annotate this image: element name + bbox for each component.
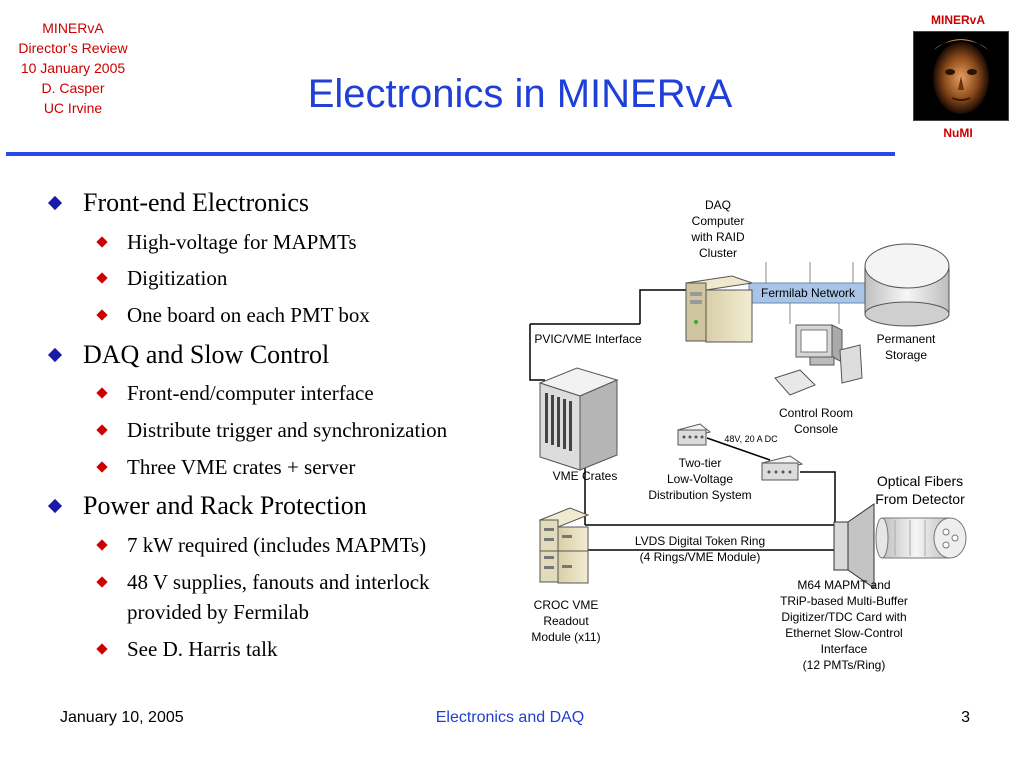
network-label: Fermilab Network (760, 286, 856, 300)
minerva-logo-image (913, 31, 1009, 121)
vme-crate-icon (538, 367, 619, 471)
control-console-icon (774, 324, 863, 396)
title-underline (6, 152, 895, 156)
info-line: 10 January 2005 (20, 60, 126, 76)
permanent-storage-icon (864, 243, 950, 327)
page-number: 3 (961, 709, 970, 726)
logo-caption-top: MINERvA (930, 13, 985, 27)
power-supply-icon (676, 423, 712, 446)
pvic-label: PVIC/VME Interface (534, 332, 642, 346)
footer-date: January 10, 2005 (60, 709, 184, 726)
presentation-info: MINERvA Director’s Review 10 January 200… (0, 18, 146, 118)
vme-crates-label: VME Crates (552, 469, 618, 483)
lvds-ring-label: LVDS Digital Token Ring (4 Rings/VME Mod… (634, 534, 766, 564)
footer-topic: Electronics and DAQ (435, 709, 585, 726)
croc-readout-icon (538, 507, 590, 584)
info-line: MINERvA (42, 20, 104, 36)
two-tier-label: Two-tier Low-Voltage Distribution System (648, 456, 752, 502)
optical-fibers-label: Optical Fibers From Detector (875, 473, 965, 507)
info-line: UC Irvine (43, 100, 103, 116)
daq-computer-label: DAQ Computer with RAID Cluster (691, 198, 745, 260)
logo-caption-bottom: NuMI (943, 126, 973, 140)
power-spec-label: 48V, 20 A DC (724, 434, 778, 444)
distribution-box-icon (760, 455, 804, 481)
connection-lines (529, 289, 843, 551)
optical-fiber-bundle-icon (875, 517, 967, 559)
daq-computer-icon (685, 275, 753, 343)
control-room-label: Control Room Console (778, 406, 854, 436)
m64-mapmt-label: M64 MAPMT and TRiP-based Multi-Buffer Di… (780, 578, 908, 672)
slide-title: Electronics in MINERvA (307, 72, 733, 116)
info-line: Director’s Review (18, 40, 128, 56)
info-line: D. Casper (41, 80, 105, 96)
croc-module-label: CROC VME Readout Module (x11) (531, 598, 601, 644)
mapmt-horn-icon (833, 503, 875, 589)
permanent-storage-label: Permanent Storage (876, 332, 936, 362)
